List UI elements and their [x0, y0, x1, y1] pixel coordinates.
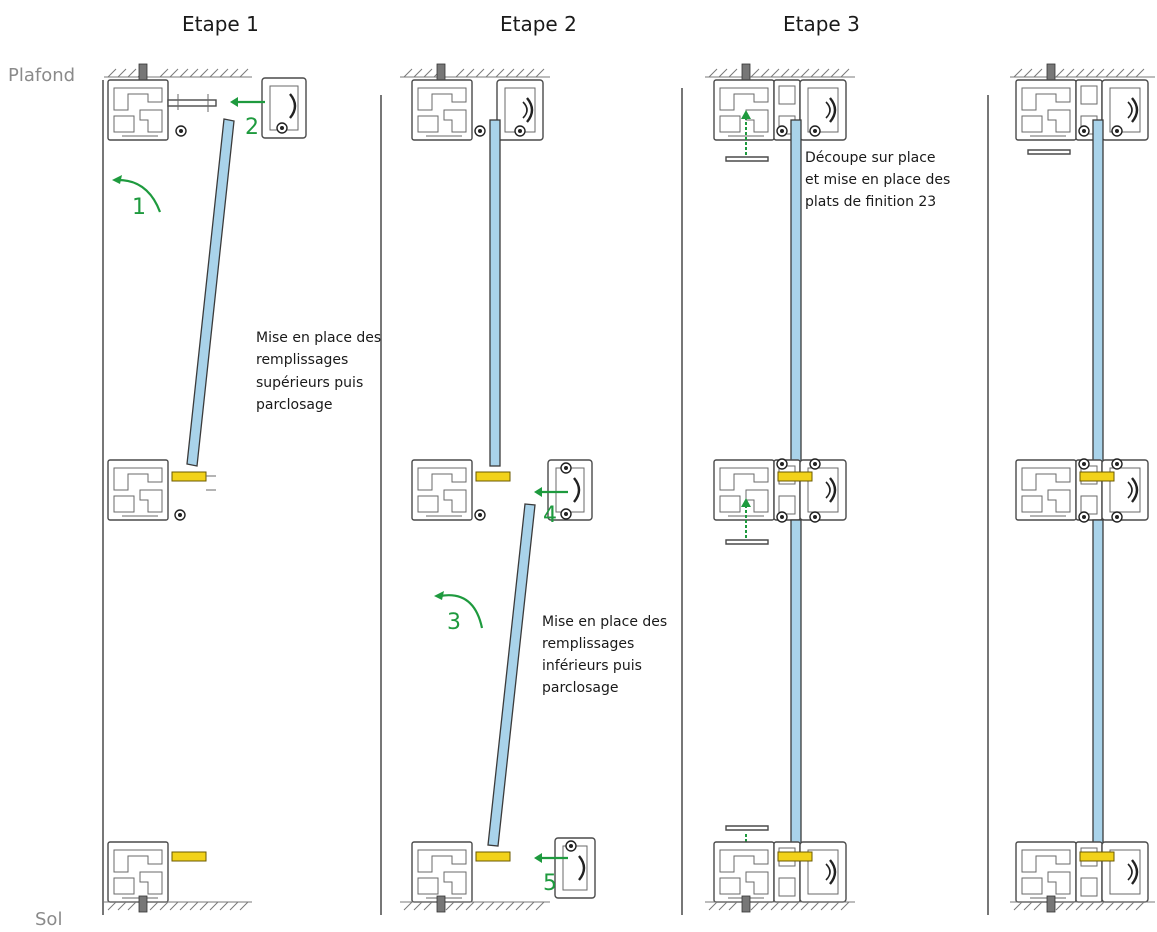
glass-pane-bottom-final [1092, 519, 1104, 847]
glass-pane-top [489, 119, 501, 467]
glass-pane-bottom-3 [790, 519, 802, 847]
step-3-title: Etape 3 [783, 12, 860, 36]
marker-4: 4 [543, 503, 557, 528]
panel-step-3: Découpe sur place et mise en place des p… [705, 63, 955, 913]
step-1-title: Etape 1 [182, 12, 259, 36]
panel-step-2: 4 3 5 Mise en place des remplissages inf… [400, 63, 672, 913]
marker-3: 3 [447, 610, 461, 635]
panel-step-1: 1 2 Mise en place des remplissages supér… [104, 63, 386, 913]
marker-1: 1 [132, 195, 146, 220]
glass-pane-top-3 [790, 119, 802, 467]
step-1-note: Mise en place des remplissages supérieur… [256, 330, 386, 413]
marker-5: 5 [543, 871, 557, 896]
step-2-title: Etape 2 [500, 12, 577, 36]
floor-hatch [104, 895, 252, 913]
marker-2: 2 [245, 115, 259, 140]
step-3-note: Découpe sur place et mise en place des p… [805, 150, 955, 210]
glass-pane-top-final [1092, 119, 1104, 467]
rotate-arrow [117, 178, 162, 213]
ceiling-hatch [104, 63, 252, 81]
glass-pane-tilted-bottom [487, 503, 536, 847]
floor-label: Sol [35, 909, 62, 930]
glass-pane-tilted-top [186, 118, 235, 467]
panel-final [1010, 63, 1155, 913]
step-2-note: Mise en place des remplissages inférieur… [542, 614, 672, 696]
ceiling-label: Plafond [8, 65, 75, 86]
